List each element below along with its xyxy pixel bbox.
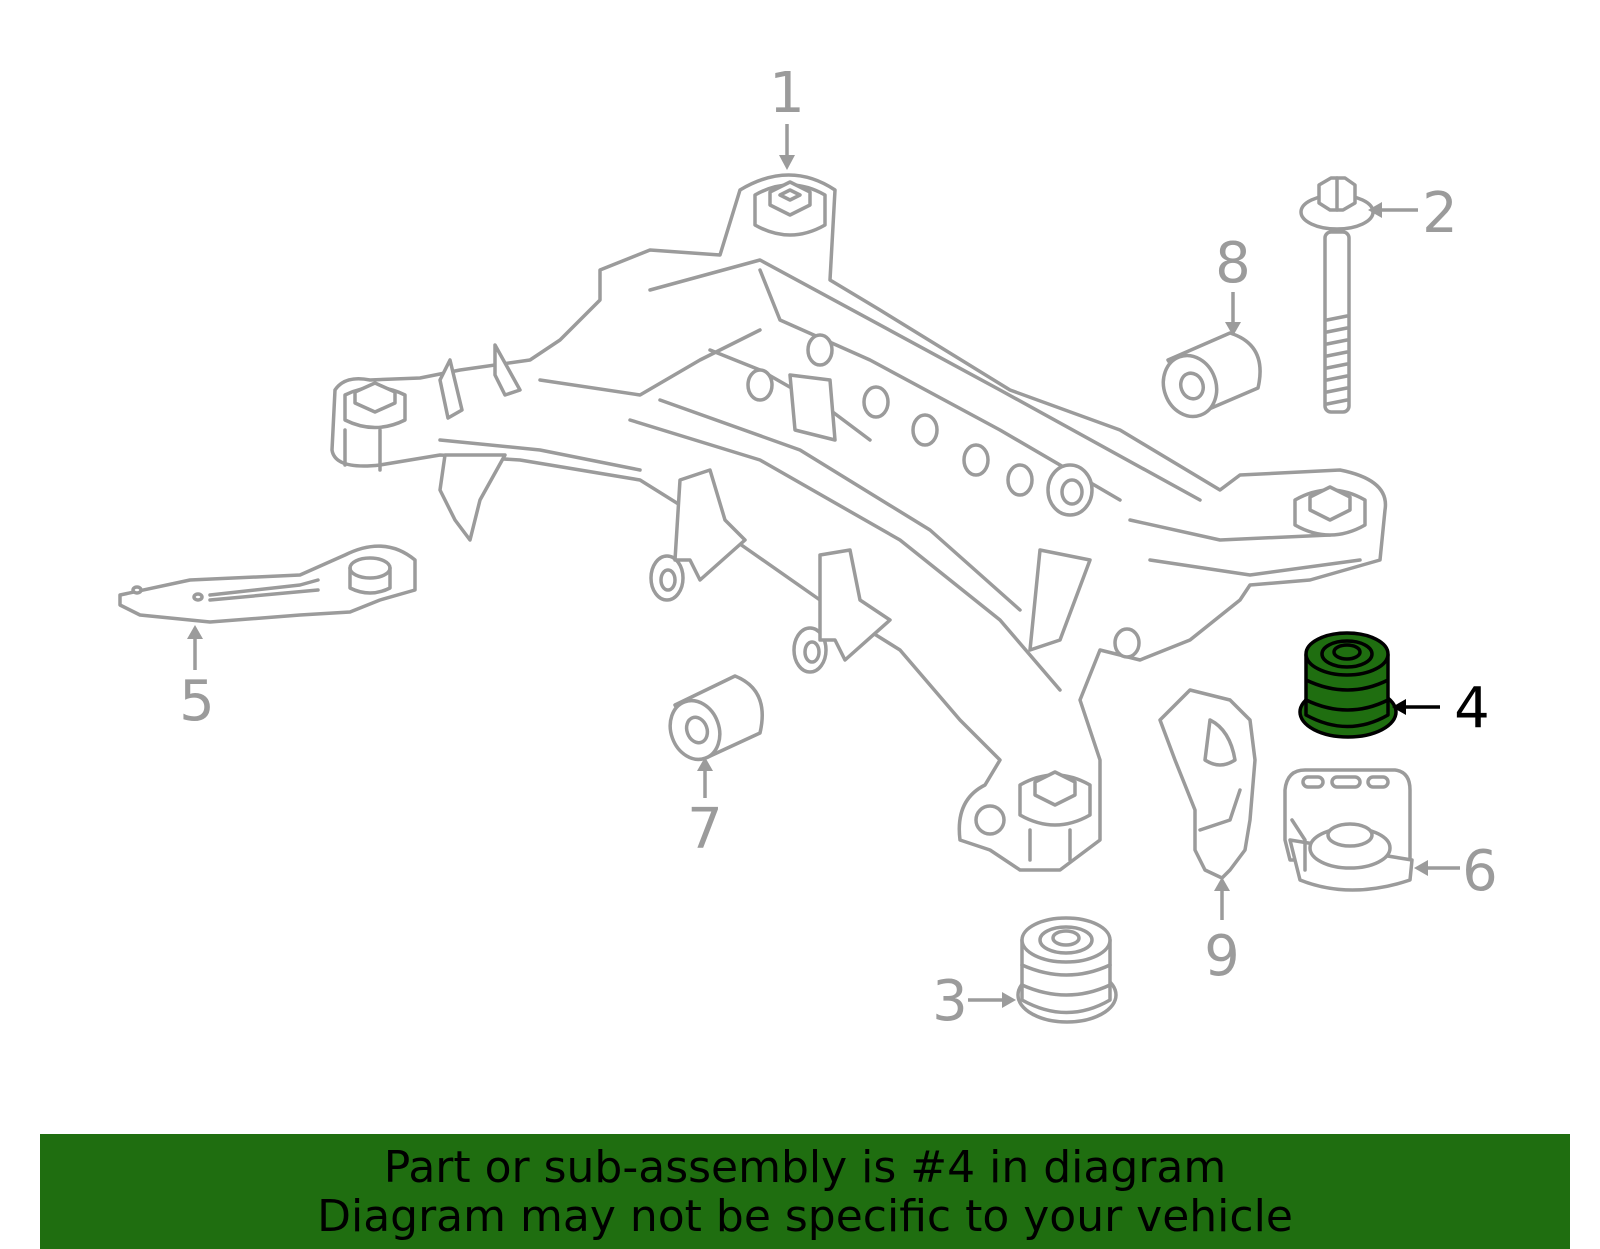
svg-text:2: 2 bbox=[1422, 181, 1458, 246]
bushing-part-4-highlighted[interactable] bbox=[1298, 631, 1398, 739]
svg-text:8: 8 bbox=[1215, 231, 1251, 296]
svg-text:3: 3 bbox=[932, 969, 968, 1034]
callout-9: 9 bbox=[1204, 877, 1240, 989]
callout-3: 3 bbox=[932, 969, 1016, 1034]
mount-part-6[interactable] bbox=[1283, 768, 1414, 892]
callout-4: 4 bbox=[1392, 676, 1490, 741]
info-banner: Part or sub-assembly is #4 in diagram Di… bbox=[40, 1134, 1570, 1249]
bracket-part-5[interactable] bbox=[118, 544, 417, 624]
bolt-part-2[interactable] bbox=[1299, 176, 1375, 414]
subframe-part-1[interactable] bbox=[330, 173, 1388, 872]
callout-6: 6 bbox=[1414, 839, 1498, 904]
svg-text:7: 7 bbox=[687, 797, 723, 862]
callout-2: 2 bbox=[1368, 181, 1458, 246]
svg-text:9: 9 bbox=[1204, 924, 1240, 989]
svg-text:4: 4 bbox=[1454, 676, 1490, 741]
banner-line-1: Part or sub-assembly is #4 in diagram bbox=[383, 1142, 1227, 1193]
bushing-part-7[interactable] bbox=[662, 674, 764, 766]
callout-1: 1 bbox=[769, 61, 805, 170]
svg-text:5: 5 bbox=[179, 669, 215, 734]
bushing-part-3[interactable] bbox=[1016, 916, 1118, 1024]
banner-line-2: Diagram may not be specific to your vehi… bbox=[317, 1191, 1293, 1242]
callout-7: 7 bbox=[687, 757, 723, 862]
svg-text:1: 1 bbox=[769, 61, 805, 126]
bracket-part-9[interactable] bbox=[1158, 688, 1257, 880]
bushing-part-8[interactable] bbox=[1155, 331, 1262, 424]
svg-text:6: 6 bbox=[1462, 839, 1498, 904]
callout-5: 5 bbox=[179, 625, 215, 734]
callout-8: 8 bbox=[1215, 231, 1251, 336]
